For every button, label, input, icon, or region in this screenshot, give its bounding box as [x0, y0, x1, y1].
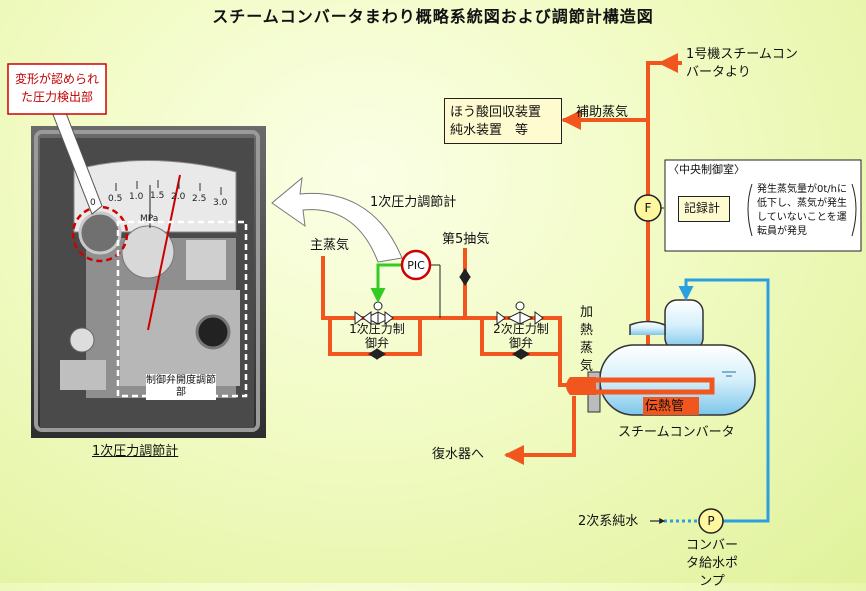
recorder-box	[678, 196, 730, 222]
gauge-scale-label: 1.0	[129, 192, 144, 202]
water-line	[664, 278, 770, 523]
control-signal	[370, 263, 441, 318]
central-note-label: 発生蒸気量が0t/hに低下し、蒸気が発生していないことを運転員が発見	[757, 184, 847, 237]
valves	[354, 268, 544, 360]
pump-symbol-label: P	[707, 514, 715, 528]
gauge-scale-label: 1.5	[150, 191, 165, 201]
pic-instrument	[400, 249, 432, 281]
central-room-label: 〈中央制御室〉	[668, 163, 745, 176]
deformation-highlight	[71, 205, 129, 263]
pic-title: 1次圧力調節計	[370, 195, 457, 210]
valve2-label: 2次圧力制御弁	[493, 322, 549, 350]
steam-converter	[566, 299, 756, 416]
aux-steam-label: 補助蒸気	[576, 105, 629, 120]
pic-to-photo-arrow	[271, 176, 403, 263]
pic-label: PIC	[407, 259, 425, 272]
fifth-extraction-label: 第5抽気	[442, 232, 490, 247]
recorder-label: 記録計	[684, 201, 721, 215]
gauge-scale-label: 2.5	[192, 194, 207, 204]
gauge-scale-label: 0.5	[108, 194, 123, 204]
heat-tube-label: 伝熱管	[645, 399, 685, 414]
boric-box-label: ほう酸回収装置 純水装置 等	[450, 105, 555, 138]
boric-box	[444, 98, 562, 144]
valve-adjust-label: 制御弁開度調節部	[146, 374, 216, 400]
photo-caption: 1次圧力調節計	[92, 444, 179, 459]
deformed-callout-label: 変形が認められた圧力検出部	[14, 72, 99, 104]
secondary-water-label: 2次系純水	[578, 514, 639, 529]
condenser-label: 復水器へ	[432, 447, 485, 462]
note-bracket-right	[851, 183, 857, 237]
gauge-unit-label: MPa	[140, 214, 159, 224]
gauge-scale-label: 2.0	[171, 192, 186, 202]
diagram-title: スチームコンバータまわり概略系統図および調節計構造図	[212, 7, 654, 26]
gauge-scale-label: 3.0	[213, 198, 228, 208]
feed-pump	[698, 508, 724, 534]
heating-steam-label: 加熱蒸気	[580, 305, 594, 374]
deformed-callout-box	[7, 63, 107, 115]
converter-label: スチームコンバータ	[618, 425, 735, 440]
controller-photo	[31, 126, 266, 438]
valve1-label: 1次圧力制御弁	[349, 322, 405, 350]
unit1-label: 1号機スチームコンバータより	[686, 47, 798, 80]
flow-symbol-label: F	[644, 201, 652, 215]
main-steam-label: 主蒸気	[310, 238, 350, 253]
note-bracket-left	[747, 183, 753, 237]
gauge-scale-label: 0	[90, 198, 96, 208]
